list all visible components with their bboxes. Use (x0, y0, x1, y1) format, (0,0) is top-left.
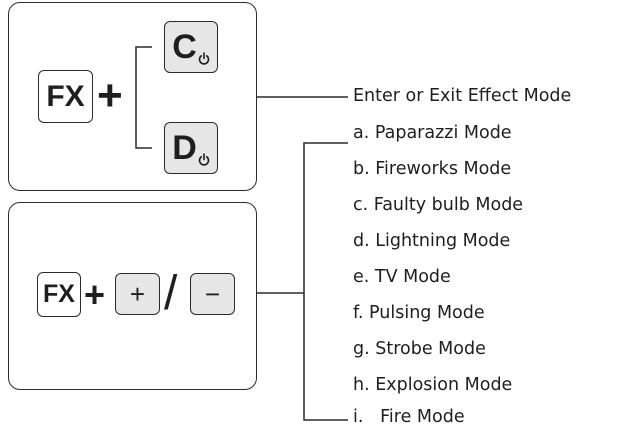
mode-item: b. Fireworks Mode (353, 159, 512, 179)
mode-item: h. Explosion Mode (353, 375, 513, 395)
fx-key[interactable]: FX (38, 70, 93, 123)
fx-key[interactable]: FX (37, 272, 81, 317)
power-icon (198, 52, 210, 65)
mode-item: i. Fire Mode (353, 407, 465, 427)
mode-item: f. Pulsing Mode (353, 303, 485, 323)
mode-item: d. Lightning Mode (353, 231, 511, 251)
decrease-key-label: − (204, 278, 221, 309)
decrease-key[interactable]: − (190, 273, 235, 315)
d-key[interactable]: D (164, 122, 218, 174)
slash-separator: / (164, 267, 178, 320)
enter-exit-label: Enter or Exit Effect Mode (353, 86, 572, 106)
increase-key-label: + (129, 278, 146, 309)
plus-sign: + (84, 274, 106, 315)
mode-item: e. TV Mode (353, 267, 451, 287)
increase-key[interactable]: + (115, 273, 160, 315)
fx-key-label: FX (43, 280, 75, 308)
mode-item: a. Paparazzi Mode (353, 123, 512, 143)
d-key-label: D (172, 128, 197, 167)
fx-key-label: FX (46, 79, 85, 113)
c-key[interactable]: C (164, 21, 218, 73)
c-key-label: C (172, 27, 197, 66)
mode-item: c. Faulty bulb Mode (353, 195, 524, 215)
power-icon (198, 153, 210, 166)
plus-sign: + (97, 71, 123, 120)
mode-item: g. Strobe Mode (353, 339, 486, 359)
